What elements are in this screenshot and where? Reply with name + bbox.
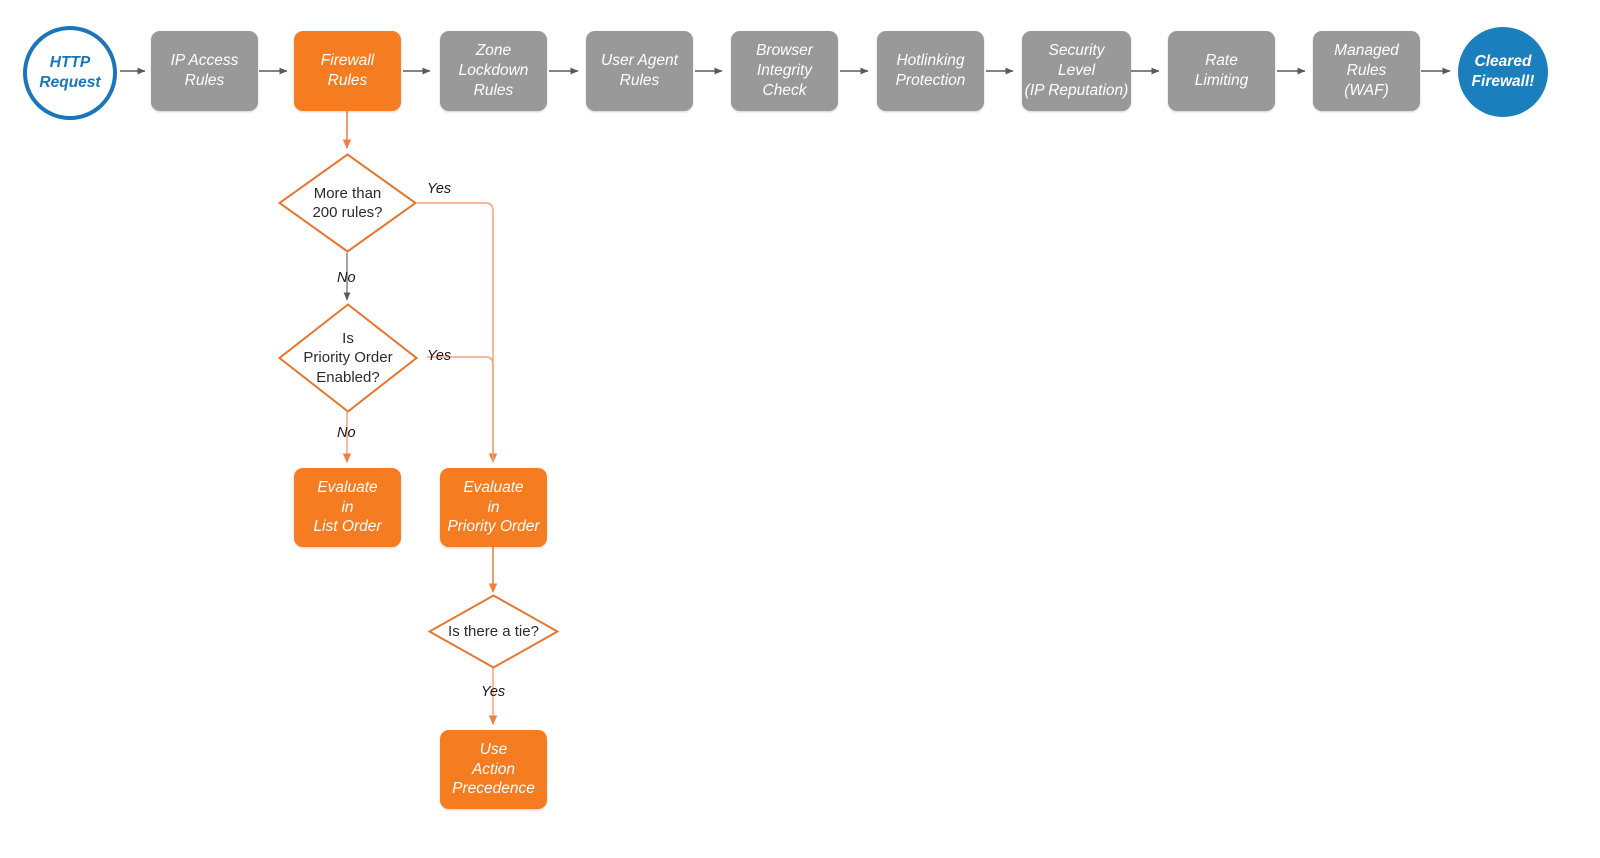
node-use-action-precedence[interactable]: Use Action Precedence xyxy=(440,730,547,809)
edge-label-more-than-200-yes: Yes xyxy=(427,181,452,197)
node-security-level[interactable]: Security Level (IP Reputation) xyxy=(1022,31,1131,111)
diamond-shape xyxy=(428,594,559,669)
node-label: Hotlinking Protection xyxy=(895,52,966,89)
edge-label-priority-enabled-no: No xyxy=(337,425,356,441)
node-label: Evaluate in List Order xyxy=(313,478,382,536)
edge-decision1-yes xyxy=(417,202,498,463)
node-http-request[interactable]: HTTP Request xyxy=(23,26,117,120)
node-decision-more-than-200-rules[interactable]: More than 200 rules? xyxy=(278,153,417,253)
node-evaluate-in-list-order[interactable]: Evaluate in List Order xyxy=(294,468,401,547)
node-label: Rate Limiting xyxy=(1194,52,1249,89)
node-evaluate-in-priority-order[interactable]: Evaluate in Priority Order xyxy=(440,468,547,547)
node-label: HTTP Request xyxy=(39,54,101,91)
node-user-agent-rules[interactable]: User Agent Rules xyxy=(586,31,693,111)
node-label: Evaluate in Priority Order xyxy=(447,478,540,536)
node-hotlinking-protection[interactable]: Hotlinking Protection xyxy=(877,31,984,111)
node-firewall-rules[interactable]: Firewall Rules xyxy=(294,31,401,111)
node-label: Use Action Precedence xyxy=(452,740,535,798)
node-ip-access-rules[interactable]: IP Access Rules xyxy=(151,31,258,111)
node-browser-integrity-check[interactable]: Browser Integrity Check xyxy=(731,31,838,111)
edge-label-priority-enabled-yes: Yes xyxy=(427,348,452,364)
edge-decision2-yes xyxy=(427,356,494,462)
diamond-shape xyxy=(278,153,417,253)
diamond-shape xyxy=(278,303,418,413)
node-label: User Agent Rules xyxy=(601,52,678,89)
node-rate-limiting[interactable]: Rate Limiting xyxy=(1168,31,1275,111)
node-label: Firewall Rules xyxy=(320,52,375,89)
node-label: IP Access Rules xyxy=(170,52,239,89)
node-cleared-firewall[interactable]: Cleared Firewall! xyxy=(1458,27,1548,117)
node-label: Security Level (IP Reputation) xyxy=(1024,42,1129,99)
node-label: Cleared Firewall! xyxy=(1471,53,1535,90)
node-label: Browser Integrity Check xyxy=(756,42,813,99)
node-label: Zone Lockdown Rules xyxy=(458,42,529,99)
edge-label-tie-yes: Yes xyxy=(481,684,506,700)
node-label: Is there a tie? xyxy=(448,622,539,640)
node-label: More than 200 rules? xyxy=(312,184,383,221)
node-decision-is-there-a-tie[interactable]: Is there a tie? xyxy=(428,594,559,669)
edge-label-more-than-200-no: No xyxy=(337,270,356,286)
node-decision-priority-order-enabled[interactable]: Is Priority Order Enabled? xyxy=(278,303,418,413)
node-managed-rules-waf[interactable]: Managed Rules (WAF) xyxy=(1313,31,1420,111)
node-zone-lockdown-rules[interactable]: Zone Lockdown Rules xyxy=(440,31,547,111)
node-label: Managed Rules (WAF) xyxy=(1334,42,1399,99)
node-label: Is Priority Order Enabled? xyxy=(303,330,393,386)
